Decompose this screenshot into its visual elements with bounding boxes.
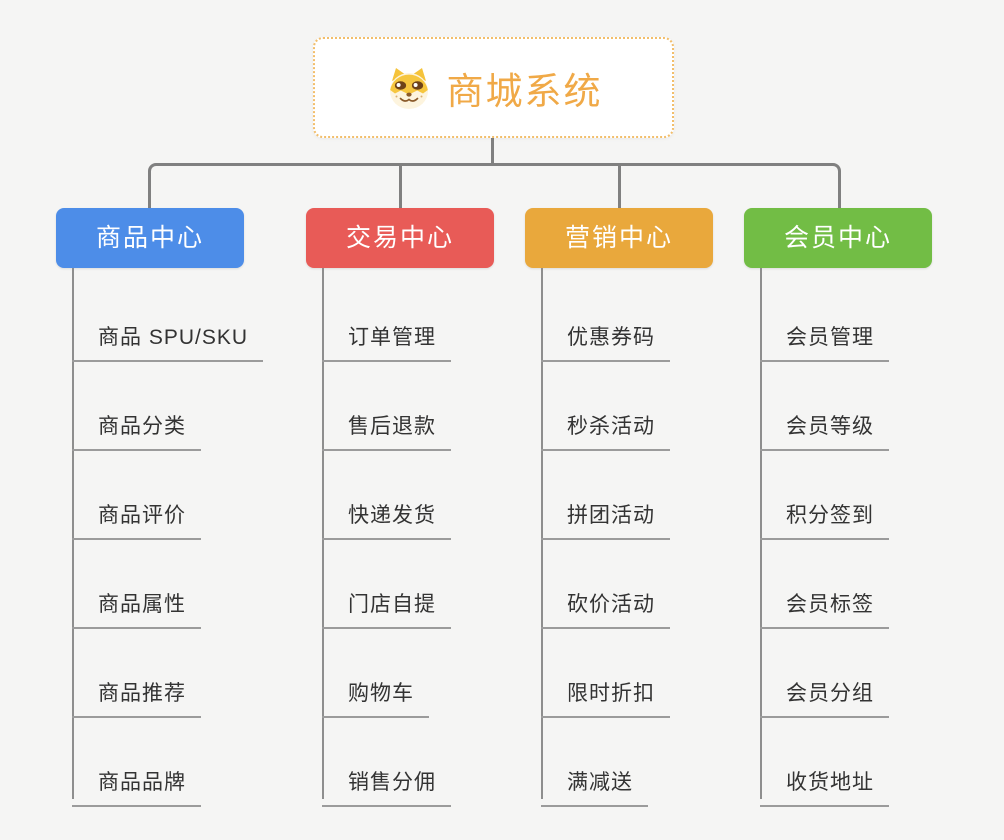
topic-item[interactable]: 收货地址 [760, 766, 889, 807]
branch-trunk-line [72, 268, 74, 799]
topic-item[interactable]: 销售分佣 [322, 766, 451, 807]
branch-trunk-line [322, 268, 324, 799]
topic-item[interactable]: 秒杀活动 [541, 410, 670, 451]
topic-item[interactable]: 商品评价 [72, 499, 201, 540]
topic-item[interactable]: 积分签到 [760, 499, 889, 540]
topic-item[interactable]: 满减送 [541, 766, 648, 807]
connector-drop-branch-3 [618, 164, 621, 209]
branch-header-marketing[interactable]: 营销中心 [525, 208, 713, 268]
topic-item[interactable]: 会员分组 [760, 677, 889, 718]
topic-item[interactable]: 砍价活动 [541, 588, 670, 629]
topic-item[interactable]: 商品品牌 [72, 766, 201, 807]
topic-item[interactable]: 会员标签 [760, 588, 889, 629]
branch-trunk-line [760, 268, 762, 799]
connector-root-stub [491, 136, 494, 165]
topic-item[interactable]: 商品属性 [72, 588, 201, 629]
branch-column-marketing: 营销中心 优惠券码 秒杀活动 拼团活动 砍价活动 限时折扣 满减送 [525, 208, 713, 807]
topic-item[interactable]: 拼团活动 [541, 499, 670, 540]
topic-item[interactable]: 售后退款 [322, 410, 451, 451]
root-topic-title: 商城系统 [446, 70, 603, 112]
branch-header-trade[interactable]: 交易中心 [306, 208, 494, 268]
topic-item[interactable]: 会员管理 [760, 321, 889, 362]
topic-item[interactable]: 商品 SPU/SKU [72, 321, 264, 362]
topic-item[interactable]: 优惠券码 [541, 321, 670, 362]
connector-drop-branch-2 [399, 164, 402, 209]
topic-item[interactable]: 快递发货 [322, 499, 451, 540]
topic-item[interactable]: 限时折扣 [541, 677, 670, 718]
connector-horizontal-elbow [148, 163, 841, 209]
topic-item[interactable]: 订单管理 [322, 321, 451, 362]
branch-column-trade: 交易中心 订单管理 售后退款 快递发货 门店自提 购物车 销售分佣 [306, 208, 494, 807]
branch-header-product[interactable]: 商品中心 [56, 208, 244, 268]
topic-item[interactable]: 商品推荐 [72, 677, 201, 718]
shiba-dog-icon [389, 67, 428, 109]
branch-trunk-line [541, 268, 543, 799]
topic-item[interactable]: 门店自提 [322, 588, 451, 629]
topic-item[interactable]: 会员等级 [760, 410, 889, 451]
root-topic[interactable]: 商城系统 [313, 37, 674, 138]
branch-header-member[interactable]: 会员中心 [744, 208, 932, 268]
topic-item[interactable]: 商品分类 [72, 410, 201, 451]
branch-column-product: 商品中心 商品 SPU/SKU 商品分类 商品评价 商品属性 商品推荐 商品品牌 [56, 208, 264, 807]
topic-item[interactable]: 购物车 [322, 677, 429, 718]
branch-column-member: 会员中心 会员管理 会员等级 积分签到 会员标签 会员分组 收货地址 [744, 208, 932, 807]
